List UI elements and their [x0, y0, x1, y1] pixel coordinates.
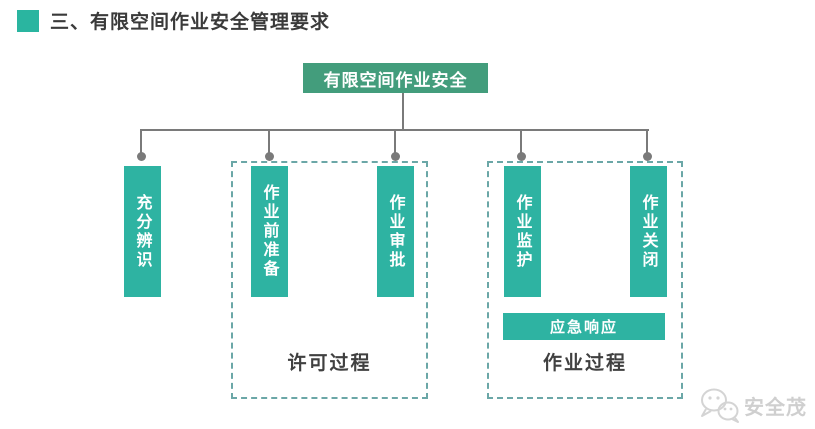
wechat-chat-bubbles-icon	[701, 388, 739, 423]
connector-dot-4	[517, 152, 526, 161]
node-full-identification: 充分辨识	[124, 166, 161, 297]
connector-drop-1	[140, 129, 142, 157]
root-node: 有限空间作业安全	[303, 63, 488, 93]
connector-dot-3	[391, 152, 400, 161]
group-label-operation: 作业过程	[542, 352, 627, 374]
group-label-permit: 许可过程	[287, 352, 372, 374]
connector-drop-5	[646, 129, 648, 157]
node-operation-monitoring: 作业监护	[504, 166, 541, 297]
connector-root-stub	[402, 93, 404, 130]
node-operation-closure: 作业关闭	[630, 166, 667, 297]
watermark: 安全茂	[698, 387, 807, 423]
group-permit-process: 许可过程	[231, 161, 428, 399]
node-operation-approval: 作业审批	[377, 166, 414, 297]
title-bullet-square	[17, 10, 39, 32]
node-pre-operation-preparation: 作业前准备	[251, 166, 288, 297]
group-operation-process: 应急响应 作业过程	[487, 161, 683, 399]
page-title: 三、有限空间作业安全管理要求	[50, 11, 331, 33]
connector-drop-3	[394, 129, 396, 157]
connector-dot-5	[643, 152, 652, 161]
watermark-label: 安全茂	[744, 394, 807, 419]
connector-dot-2	[265, 152, 274, 161]
connector-dot-1	[137, 152, 146, 161]
node-emergency-response: 应急响应	[503, 313, 665, 340]
connector-drop-2	[268, 129, 270, 157]
connector-drop-4	[520, 129, 522, 157]
